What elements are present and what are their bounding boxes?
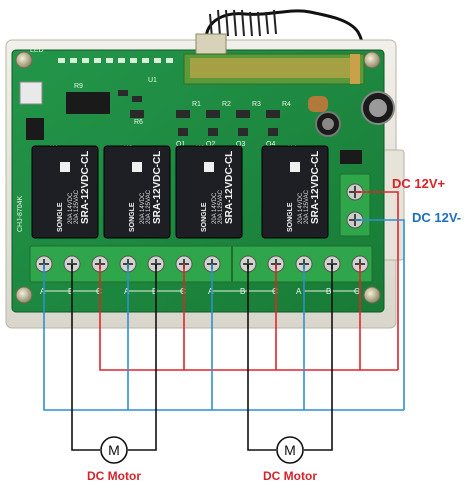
motor-2-label: DC Motor xyxy=(263,469,317,483)
chip-label-u1: U1 xyxy=(148,77,157,84)
power-negative-wire xyxy=(355,219,405,410)
r-label-4: R2 xyxy=(222,101,231,108)
relay-4-model: SRA-12VDC-CL xyxy=(310,151,321,224)
led-label: LED xyxy=(30,47,44,54)
motor-1-lead-right xyxy=(128,264,157,451)
relay-3-rating2: 20A 125VAC xyxy=(218,189,224,224)
relay-2-rating2: 20A 125VAC xyxy=(146,189,152,224)
r-label-2: R6 xyxy=(134,119,143,126)
red-bus-wire xyxy=(99,264,398,371)
screw-top-left xyxy=(15,51,33,69)
power-positive-wire xyxy=(355,191,399,370)
output-terminal-strip xyxy=(29,245,373,283)
relay-4-brand: SONGLE xyxy=(287,202,294,232)
group-2-label-b: B xyxy=(152,287,157,296)
relay-1-rating1: 20A 14VDC xyxy=(68,192,74,224)
relay-1-model: SRA-12VDC-CL xyxy=(80,151,91,224)
motor-1: M DC Motor xyxy=(87,436,141,483)
board-side-text: CHJ-8704K xyxy=(17,195,24,232)
r-label-1: R9 xyxy=(74,83,83,90)
q-label-2: Q2 xyxy=(206,141,215,148)
dc-positive-label: DC 12V+ xyxy=(392,176,446,191)
group-4-label-a: A xyxy=(296,287,302,296)
r-label-3: R1 xyxy=(192,101,201,108)
motor-2-symbol: M xyxy=(284,442,296,458)
motor-1-symbol-circle xyxy=(100,436,128,464)
relay-3-brand: SONGLE xyxy=(201,202,208,232)
group-3-label-b: B xyxy=(240,287,245,296)
r-label-6: R4 xyxy=(282,101,291,108)
relay-3-rating1: 20A 14VDC xyxy=(212,192,218,224)
relay-4: SRA-12VDC-CL 20A 14VDC 20A 125VAC SONGLE xyxy=(261,145,329,239)
relay-2-model: SRA-12VDC-CL xyxy=(152,151,163,224)
blue-bus-wire xyxy=(43,264,404,411)
relay-3-model: SRA-12VDC-CL xyxy=(224,151,235,224)
relay-2-rating1: 20A 14VDC xyxy=(140,192,146,224)
rf-receiver-module xyxy=(183,33,365,85)
dc-negative-label: DC 12V- xyxy=(412,210,461,225)
motor-2-lead-right xyxy=(304,264,333,451)
q-label-3: Q3 xyxy=(236,141,245,148)
group-3-label-a: A xyxy=(208,287,214,296)
motor-1-label: DC Motor xyxy=(87,469,141,483)
relay-1-brand: SONGLE xyxy=(57,202,64,232)
silkscreen-marks xyxy=(58,58,173,63)
screw-bottom-left xyxy=(15,286,33,304)
q-label-1: Q1 xyxy=(176,141,185,148)
motor-1-symbol: M xyxy=(108,442,120,458)
group-2-label-c: C xyxy=(180,287,186,296)
relay-2-brand: SONGLE xyxy=(129,202,136,232)
terminal-group-3: A B C xyxy=(208,287,278,296)
group-1-label-a: A xyxy=(40,287,46,296)
r-label-5: R3 xyxy=(252,101,261,108)
motor-1-lead-left xyxy=(71,264,100,451)
chip-u1 xyxy=(66,92,110,114)
screw-top-right xyxy=(363,51,381,69)
group-4-label-c: C xyxy=(354,287,360,296)
terminal-group-labels: A B C A B C A B C A B C xyxy=(40,287,360,296)
motor-2-symbol-circle xyxy=(276,436,304,464)
push-button xyxy=(19,81,43,105)
mounting-screws xyxy=(15,51,381,304)
motor-2-lead-left xyxy=(247,264,276,451)
group-4-label-b: B xyxy=(326,287,331,296)
inductor xyxy=(308,96,328,112)
power-terminal-block xyxy=(339,173,371,237)
chip-small xyxy=(26,118,44,140)
regulator xyxy=(340,150,362,164)
relays: SRA-12VDC-CL 20A 14VDC 20A 125VAC SONGLE… xyxy=(31,145,329,239)
relay-1: SRA-12VDC-CL 20A 14VDC 20A 125VAC SONGLE xyxy=(31,145,99,239)
small-components xyxy=(19,81,395,164)
screw-bottom-right xyxy=(363,286,381,304)
group-3-label-c: C xyxy=(272,287,278,296)
group-2-label-a: A xyxy=(124,287,130,296)
motor-2: M DC Motor xyxy=(263,436,317,483)
relay-3: SRA-12VDC-CL 20A 14VDC 20A 125VAC SONGLE xyxy=(175,145,243,239)
group-1-label-b: B xyxy=(68,287,73,296)
group-1-label-c: C xyxy=(96,287,102,296)
q-label-4: Q4 xyxy=(266,141,275,148)
relay-1-rating2: 20A 125VAC xyxy=(74,189,80,224)
wiring xyxy=(43,191,405,451)
relay-4-rating2: 20A 125VAC xyxy=(304,189,310,224)
relay-2: SRA-12VDC-CL 20A 14VDC 20A 125VAC SONGLE xyxy=(103,145,171,239)
relay-4-rating1: 20A 14VDC xyxy=(298,192,304,224)
